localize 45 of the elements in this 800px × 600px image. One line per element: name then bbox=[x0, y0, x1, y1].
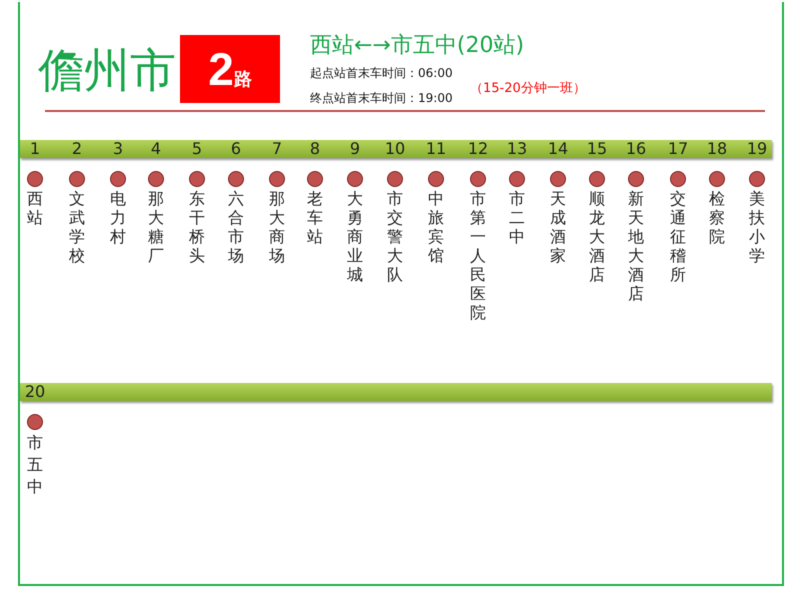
stop-number: 20 bbox=[24, 382, 46, 402]
stop-name: 市五中 bbox=[26, 432, 44, 498]
route-heading: 西站←→市五中(20站) bbox=[310, 32, 524, 60]
stop-number: 4 bbox=[150, 139, 162, 159]
frequency-note: （15-20分钟一班） bbox=[470, 80, 586, 97]
stop-number: 6 bbox=[230, 139, 242, 159]
stop-number: 1 bbox=[30, 139, 40, 159]
stop-name: 六合市场 bbox=[227, 189, 245, 265]
city-title: 儋州市 bbox=[38, 42, 176, 99]
stop-number: 11 bbox=[426, 139, 446, 159]
stop-name: 市二中 bbox=[508, 189, 526, 246]
stop-name: 大勇商业城 bbox=[346, 189, 364, 284]
stop-number: 14 bbox=[548, 139, 568, 159]
stop-number: 5 bbox=[192, 139, 202, 159]
stop-name: 那大糖厂 bbox=[147, 189, 165, 265]
stop-number: 15 bbox=[586, 139, 608, 159]
stop-number: 16 bbox=[626, 139, 646, 159]
stop-name: 中旅宾馆 bbox=[427, 189, 445, 265]
stop-name: 电力村 bbox=[109, 189, 127, 246]
first-stop-times: 起点站首末车时间：06:00 bbox=[310, 65, 453, 82]
stop-number: 13 bbox=[506, 139, 528, 159]
stop-number: 17 bbox=[668, 139, 688, 159]
stop-name: 顺龙大酒店 bbox=[588, 189, 606, 284]
stop-number: 7 bbox=[272, 139, 282, 159]
stop-name: 西站 bbox=[26, 189, 44, 227]
stop-name: 检察院 bbox=[708, 189, 726, 246]
stop-name: 新天地大酒店 bbox=[627, 189, 645, 303]
stop-name: 美扶小学 bbox=[748, 189, 766, 265]
stop-number: 18 bbox=[706, 139, 728, 159]
stop-number: 12 bbox=[468, 139, 488, 159]
stop-name: 交通征稽所 bbox=[669, 189, 687, 284]
stop-number: 8 bbox=[310, 139, 320, 159]
stop-name: 天成酒家 bbox=[549, 189, 567, 265]
stop-number: 3 bbox=[112, 139, 124, 159]
stop-name: 老车站 bbox=[306, 189, 324, 246]
stop-name: 文武学校 bbox=[68, 189, 86, 265]
stop-name: 那大商场 bbox=[268, 189, 286, 265]
stop-name: 东干桥头 bbox=[188, 189, 206, 265]
stop-name: 市交警大队 bbox=[386, 189, 404, 284]
stop-name: 市第一人民医院 bbox=[469, 189, 487, 322]
last-stop-times: 终点站首末车时间：19:00 bbox=[310, 90, 453, 107]
stop-number: 9 bbox=[350, 139, 360, 159]
stop-number: 2 bbox=[72, 139, 82, 159]
stop-number: 10 bbox=[384, 139, 406, 159]
stop-number: 19 bbox=[746, 139, 768, 159]
